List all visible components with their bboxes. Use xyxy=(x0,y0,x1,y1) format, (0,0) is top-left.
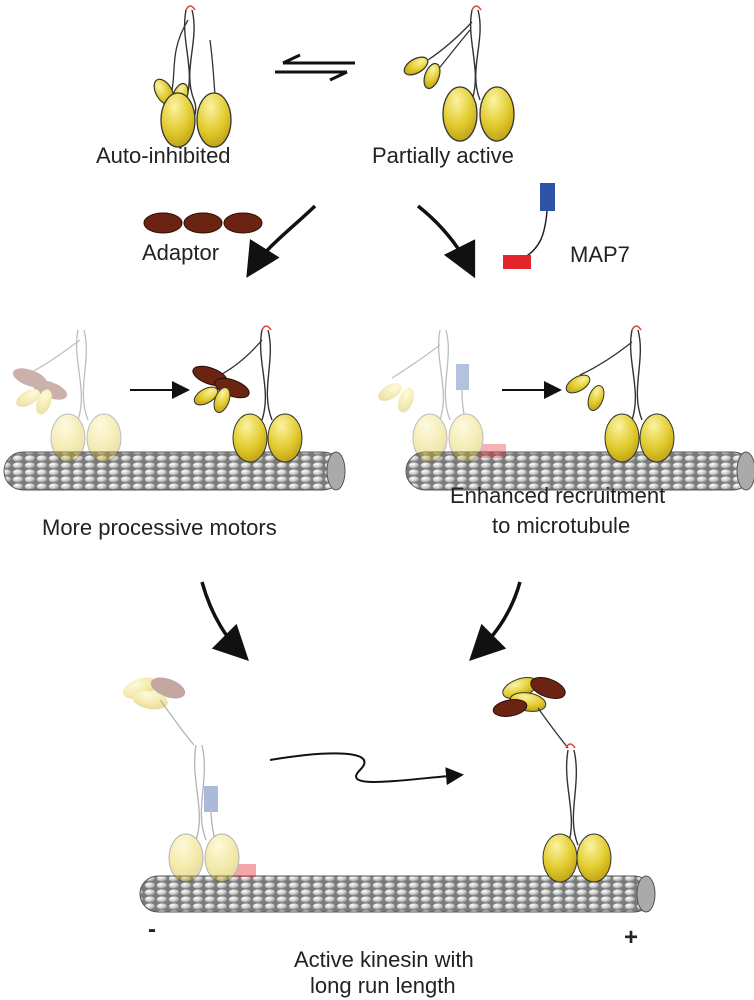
label-active-kinesin: Active kinesin with xyxy=(294,947,474,972)
adaptor-icon xyxy=(143,212,263,234)
label-partially-active: Partially active xyxy=(372,143,514,168)
equilibrium-arrows xyxy=(275,53,355,82)
faded-motor-map7 xyxy=(378,329,506,463)
arrow-to-adaptor-path xyxy=(246,204,317,278)
kinesin-active-running xyxy=(492,677,612,883)
arrow-right-to-active-path xyxy=(469,581,522,661)
microtubule-right xyxy=(405,451,754,491)
label-enhanced-recruitment: Enhanced recruitment xyxy=(450,483,666,508)
arrow-processive-run-path xyxy=(269,752,464,786)
label-to-microtubule: to microtubule xyxy=(492,513,631,538)
faded-motor-left xyxy=(12,329,122,463)
label-long-run-length: long run length xyxy=(310,973,456,998)
label-more-processive: More processive motors xyxy=(42,515,277,540)
microtubule-left xyxy=(3,451,346,491)
microtubule-bottom xyxy=(139,875,656,913)
kinesin-auto-inhibited xyxy=(153,5,232,148)
label-auto-inhibited: Auto-inhibited xyxy=(96,143,231,168)
kinesin-map7-recruited xyxy=(565,325,675,463)
label-map7: MAP7 xyxy=(570,242,630,267)
kinesin-adaptor-bound xyxy=(192,325,303,463)
label-minus-end: - xyxy=(148,916,156,943)
map7-icon xyxy=(503,183,555,269)
kinesin-partially-active xyxy=(403,5,515,142)
faded-active-motor-left xyxy=(122,677,256,883)
label-adaptor: Adaptor xyxy=(142,240,220,265)
label-plus-end: + xyxy=(624,924,639,951)
arrow-to-map7-path xyxy=(416,204,476,279)
arrow-left-to-active-path xyxy=(200,581,249,661)
